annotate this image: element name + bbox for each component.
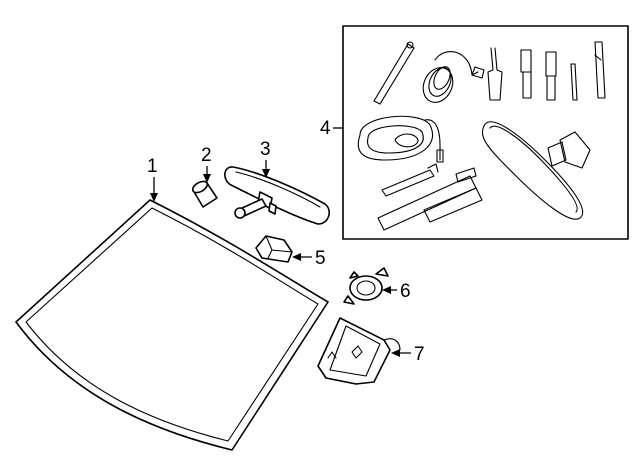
callout-5-label: 5 <box>315 248 326 269</box>
callout-5-arrow <box>292 253 301 261</box>
callout-7-arrow <box>391 349 400 357</box>
callout-1-arrow <box>150 193 158 202</box>
sensor-cover-icon <box>317 317 401 385</box>
mirror-kit-icon <box>342 25 629 240</box>
callout-7-label: 7 <box>414 344 425 365</box>
mount-bracket-icon <box>255 235 293 263</box>
callout-3-arrow <box>262 169 270 178</box>
sensor-cap-icon <box>191 180 218 208</box>
callout-1-label: 1 <box>147 156 158 177</box>
callout-3: 3 <box>260 139 271 178</box>
callout-6-arrow <box>382 286 391 294</box>
kit-box <box>342 25 629 240</box>
callout-4-label: 4 <box>320 118 331 139</box>
callout-4: 4 <box>320 118 343 139</box>
callout-7: 7 <box>391 344 425 365</box>
callout-1: 1 <box>147 156 158 202</box>
callout-3-label: 3 <box>260 139 271 160</box>
callout-2-label: 2 <box>201 145 212 166</box>
callout-2-arrow <box>203 174 211 183</box>
callout-5: 5 <box>292 248 326 269</box>
rearview-mirror-icon <box>224 166 330 225</box>
rain-sensor-icon <box>343 267 389 305</box>
callout-6: 6 <box>382 281 411 302</box>
windshield-icon <box>15 199 329 451</box>
callout-2: 2 <box>201 145 212 183</box>
callout-6-label: 6 <box>400 281 411 302</box>
